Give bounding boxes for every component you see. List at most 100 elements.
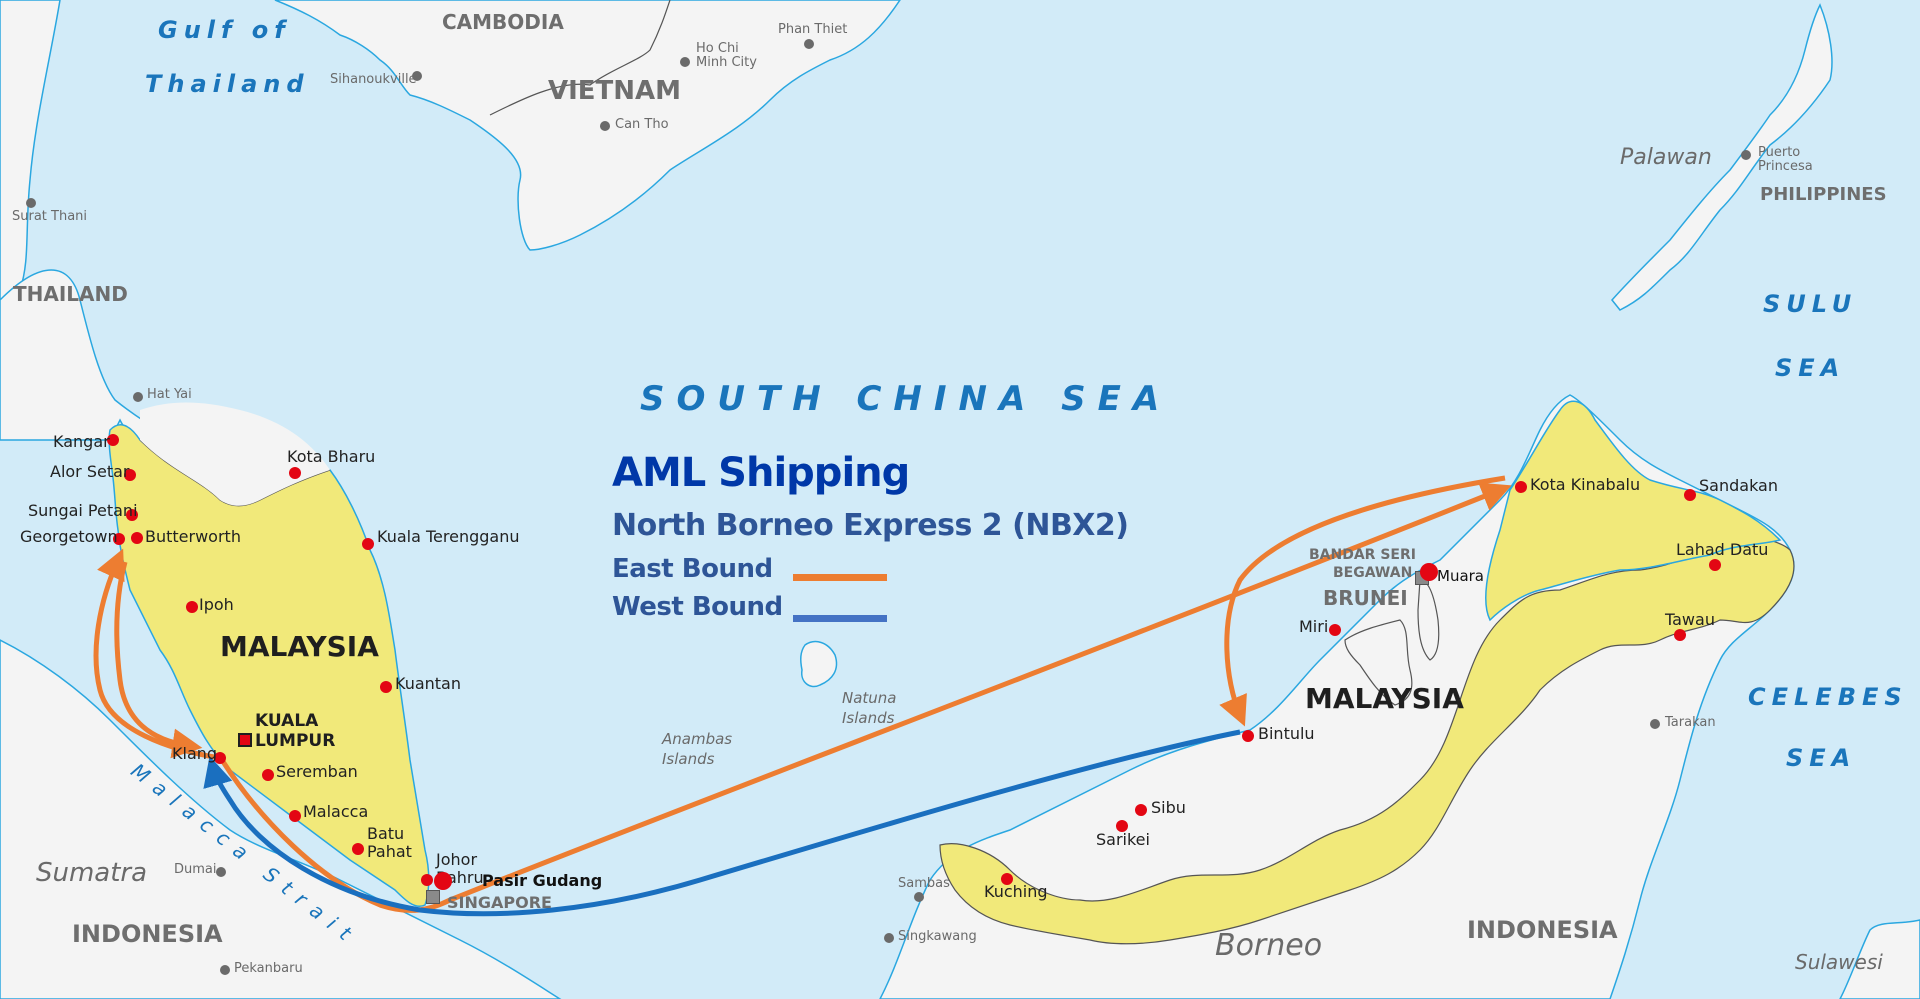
city-marker-kuala-terengganu bbox=[362, 538, 374, 550]
city-marker-sihanoukville bbox=[412, 71, 422, 81]
country-label-indonesia-west: INDONESIA bbox=[72, 920, 223, 948]
city-label-lahad-datu: Lahad Datu bbox=[1676, 540, 1769, 559]
city-marker-sungai-petani bbox=[126, 509, 138, 521]
city-label-princesa: Princesa bbox=[1758, 159, 1813, 174]
city-marker-sambas bbox=[914, 892, 924, 902]
city-marker-tarakan bbox=[1650, 719, 1660, 729]
region-label-borneo: Borneo bbox=[1215, 928, 1323, 963]
port-marker-muara bbox=[1420, 563, 1438, 581]
city-label-ipoh: Ipoh bbox=[199, 595, 234, 614]
city-label-sandakan: Sandakan bbox=[1699, 476, 1778, 495]
border-cambodia-vietnam bbox=[489, 0, 671, 116]
sea-label-gulf-of-thailand-2: Thailand bbox=[145, 70, 310, 98]
city-label-sibu: Sibu bbox=[1151, 798, 1186, 817]
port-marker-kota-kinabalu bbox=[1515, 481, 1527, 493]
land-natuna bbox=[800, 640, 838, 688]
city-marker-pekanbaru bbox=[220, 965, 230, 975]
capital-marker-singapore bbox=[426, 890, 440, 904]
country-label-cambodia: CAMBODIA bbox=[442, 10, 564, 34]
legend-west-bound-swatch bbox=[793, 615, 887, 622]
city-label-sambas: Sambas bbox=[898, 876, 950, 891]
city-label-singkawang: Singkawang bbox=[898, 929, 977, 944]
city-label-sihanoukville: Sihanoukville bbox=[330, 72, 417, 87]
country-label-thailand: THAILAND bbox=[13, 282, 128, 306]
route-east-pasir-gudang-to-kota-kinabalu bbox=[449, 482, 1512, 903]
city-label-puerto: Puerto bbox=[1758, 145, 1801, 160]
legend-east-bound-label: East Bound bbox=[612, 554, 773, 584]
legend-service-name: North Borneo Express 2 (NBX2) bbox=[612, 508, 1129, 543]
region-label-natuna-1: Natuna bbox=[842, 689, 897, 707]
country-label-philippines: PHILIPPINES bbox=[1760, 184, 1887, 205]
city-marker-kuching bbox=[1001, 873, 1013, 885]
land-south-thailand-fill bbox=[140, 402, 330, 506]
route-west-bintulu-to-klang bbox=[203, 729, 1241, 917]
city-label-sarikei: Sarikei bbox=[1096, 830, 1150, 849]
capital-label-bandar-seri: BANDAR SERI bbox=[1309, 547, 1416, 563]
city-marker-miri bbox=[1329, 624, 1341, 636]
city-marker-hat-yai bbox=[133, 392, 143, 402]
port-label-bintulu: Bintulu bbox=[1258, 724, 1315, 743]
city-marker-sarikei bbox=[1116, 820, 1128, 832]
city-marker-phan-thiet bbox=[804, 39, 814, 49]
port-label-kota-kinabalu: Kota Kinabalu bbox=[1530, 475, 1641, 494]
city-marker-surat-thani bbox=[26, 198, 36, 208]
land-thailand bbox=[0, 0, 61, 301]
legend-east-bound-swatch bbox=[793, 574, 887, 581]
city-label-pahat: Pahat bbox=[367, 842, 412, 861]
country-label-indonesia-east: INDONESIA bbox=[1467, 916, 1618, 944]
city-marker-sibu bbox=[1135, 804, 1147, 816]
city-label-alor-setar: Alor Setar bbox=[50, 462, 130, 481]
port-label-pasir-gudang: Pasir Gudang bbox=[482, 871, 603, 890]
land-palawan bbox=[1611, 3, 1833, 311]
region-label-sulawesi: Sulawesi bbox=[1795, 950, 1883, 974]
city-marker-butterworth bbox=[131, 532, 143, 544]
sea-label-sulu-2: SEA bbox=[1775, 354, 1846, 382]
country-label-malaysia-west: MALAYSIA bbox=[220, 630, 379, 663]
country-label-malaysia-east: MALAYSIA bbox=[1305, 682, 1464, 715]
region-label-anambas-1: Anambas bbox=[662, 730, 733, 748]
city-label-pekanbaru: Pekanbaru bbox=[234, 961, 303, 976]
city-marker-johor-bahru bbox=[421, 874, 433, 886]
city-label-surat-thani: Surat Thani bbox=[12, 209, 88, 224]
city-label-klang: Klang bbox=[172, 744, 218, 763]
country-label-singapore: SINGAPORE bbox=[447, 893, 552, 912]
city-marker-ipoh bbox=[186, 601, 198, 613]
capital-label-lumpur: LUMPUR bbox=[255, 731, 336, 751]
land-brunei-east bbox=[1417, 579, 1440, 661]
sea-label-celebes-2: SEA bbox=[1786, 744, 1857, 772]
city-marker-kangar bbox=[107, 434, 119, 446]
city-label-kota-bharu: Kota Bharu bbox=[287, 447, 376, 466]
capital-label-kuala: KUALA bbox=[255, 711, 319, 731]
capital-marker-kuala-lumpur bbox=[238, 733, 252, 747]
city-marker-lahad-datu bbox=[1709, 559, 1721, 571]
city-marker-klang bbox=[214, 752, 226, 764]
city-label-kuantan: Kuantan bbox=[395, 674, 461, 693]
city-marker-seremban bbox=[262, 769, 274, 781]
city-label-hat-yai: Hat Yai bbox=[147, 387, 192, 402]
sea-label-sulu-1: SULU bbox=[1763, 290, 1858, 318]
city-label-tawau: Tawau bbox=[1665, 610, 1715, 629]
city-marker-tawau bbox=[1674, 629, 1686, 641]
city-label-phan-thiet: Phan Thiet bbox=[778, 22, 848, 37]
city-label-malacca: Malacca bbox=[303, 802, 369, 821]
city-label-seremban: Seremban bbox=[276, 762, 358, 781]
region-label-anambas-2: Islands bbox=[662, 750, 715, 768]
city-marker-can-tho bbox=[600, 121, 610, 131]
city-marker-batu-pahat bbox=[352, 843, 364, 855]
city-marker-sandakan bbox=[1684, 489, 1696, 501]
city-label-kuala-terengganu: Kuala Terengganu bbox=[377, 527, 520, 546]
route-east-penang-to-klang bbox=[114, 561, 203, 759]
city-marker-kuantan bbox=[380, 681, 392, 693]
city-label-sungai-petani: Sungai Petani bbox=[28, 501, 138, 520]
capital-label-begawan: BEGAWAN bbox=[1333, 565, 1413, 581]
sea-label-celebes-1: CELEBES bbox=[1748, 683, 1908, 711]
land-sulawesi bbox=[1839, 919, 1920, 999]
city-marker-puerto-princesa bbox=[1741, 150, 1751, 160]
legend-west-bound-label: West Bound bbox=[612, 592, 783, 622]
country-label-brunei: BRUNEI bbox=[1323, 586, 1408, 610]
city-marker-kota-bharu bbox=[289, 467, 301, 479]
region-label-natuna-2: Islands bbox=[842, 709, 895, 727]
city-label-dumai: Dumai bbox=[174, 862, 217, 877]
country-label-vietnam: VIETNAM bbox=[548, 76, 682, 106]
port-marker-bintulu bbox=[1242, 730, 1254, 742]
